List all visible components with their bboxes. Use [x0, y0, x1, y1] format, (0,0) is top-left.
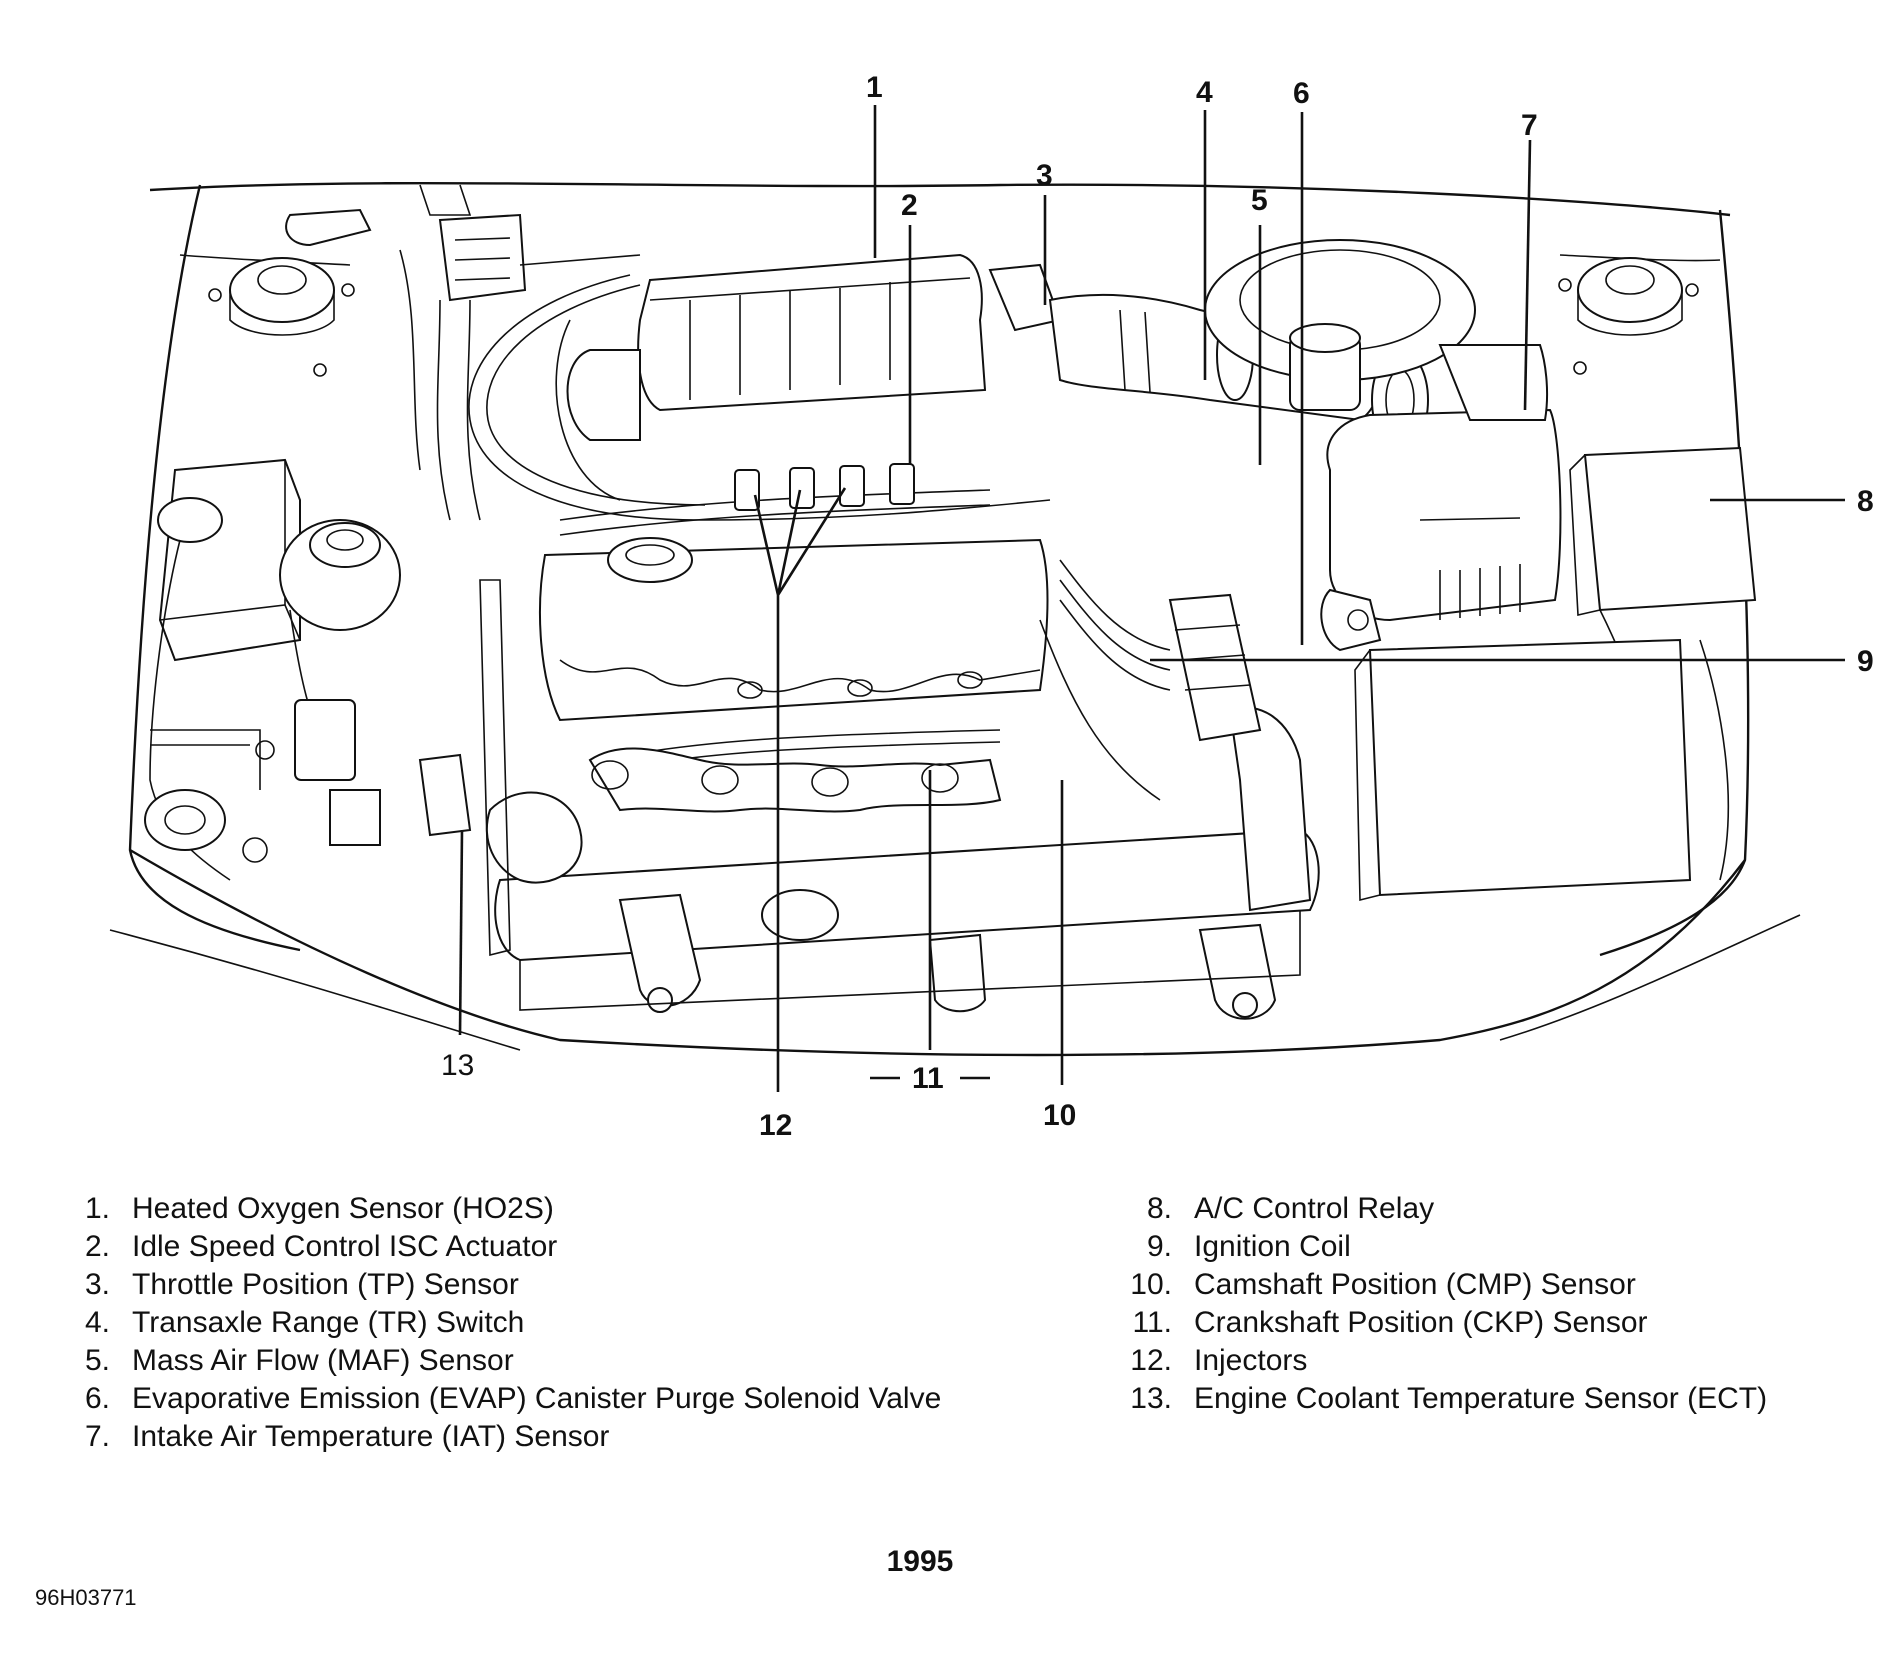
callout-10: 10 [1043, 1099, 1076, 1132]
legend-item: 10. Camshaft Position (CMP) Sensor [1110, 1266, 1890, 1304]
engine-bay-outline [109, 181, 1801, 1057]
lower-right-box [1354, 638, 1730, 902]
callout-4: 4 [1196, 76, 1213, 109]
left-strut-tower [208, 257, 355, 377]
legend-number: 10. [1130, 1268, 1172, 1301]
legend-item: 8. A/C Control Relay [1110, 1190, 1890, 1228]
legend-item: 4. Transaxle Range (TR) Switch [55, 1304, 1055, 1342]
legend-label: Transaxle Range (TR) Switch [132, 1306, 525, 1339]
callout-2: 2 [901, 189, 918, 222]
left-brackets [144, 699, 381, 863]
air-cleaner-housing [1326, 344, 1562, 622]
legend-item: 13. Engine Coolant Temperature Sensor (E… [1110, 1380, 1890, 1418]
legend-number: 8. [1146, 1192, 1172, 1225]
legend-number: 7. [84, 1420, 110, 1453]
leader-12 [753, 487, 847, 1092]
legend-label: Engine Coolant Temperature Sensor (ECT) [1194, 1382, 1768, 1415]
callout-3: 3 [1036, 159, 1053, 192]
intake-plenum [555, 253, 987, 501]
legend-label: Evaporative Emission (EVAP) Canister Pur… [132, 1382, 942, 1415]
legend-label: Camshaft Position (CMP) Sensor [1194, 1268, 1636, 1301]
legend-item: 1. Heated Oxygen Sensor (HO2S) [55, 1190, 1055, 1228]
leader-13 [458, 829, 464, 1036]
legend-item: 2. Idle Speed Control ISC Actuator [55, 1228, 1055, 1266]
figure-id: 96H03771 [35, 1585, 137, 1610]
legend-left-column: 1. Heated Oxygen Sensor (HO2S) 2. Idle S… [55, 1190, 1055, 1456]
wiring-harness [468, 274, 1051, 521]
legend-label: Mass Air Flow (MAF) Sensor [132, 1344, 514, 1377]
legend-number: 3. [84, 1268, 110, 1301]
legend-number: 9. [1146, 1230, 1172, 1263]
legend-label: Crankshaft Position (CKP) Sensor [1194, 1306, 1648, 1339]
valve-cover [539, 537, 1049, 722]
legend-number: 6. [84, 1382, 110, 1415]
callout-8: 8 [1857, 485, 1874, 518]
injector-rail [559, 463, 1001, 773]
legend-item: 5. Mass Air Flow (MAF) Sensor [55, 1342, 1055, 1380]
callout-9: 9 [1857, 645, 1874, 678]
callout-1: 1 [866, 71, 883, 104]
brake-booster [1204, 239, 1476, 411]
legend-number: 2. [84, 1230, 110, 1263]
callout-12: 12 [759, 1109, 792, 1142]
legend-item: 3. Throttle Position (TP) Sensor [55, 1266, 1055, 1304]
model-year: 1995 [886, 1545, 954, 1578]
legend-number: 12. [1130, 1344, 1172, 1377]
callout-7: 7 [1521, 109, 1538, 142]
legend-label: Intake Air Temperature (IAT) Sensor [132, 1420, 610, 1453]
callout-5: 5 [1251, 184, 1268, 217]
legend-label: A/C Control Relay [1194, 1192, 1435, 1225]
legend-item: 7. Intake Air Temperature (IAT) Sensor [55, 1418, 1055, 1456]
leader-11 [870, 770, 990, 1080]
leader-lines [458, 105, 1845, 1092]
legend-number: 1. [84, 1192, 110, 1225]
right-strut-tower [1558, 257, 1699, 375]
legend-label: Injectors [1194, 1344, 1308, 1377]
legend-number: 11. [1132, 1306, 1172, 1339]
legend-right-column: 8. A/C Control Relay 9. Ignition Coil 10… [1110, 1190, 1890, 1418]
legend-item: 12. Injectors [1110, 1342, 1890, 1380]
legend-label: Throttle Position (TP) Sensor [132, 1268, 519, 1301]
callout-numbers: 1 2 3 4 5 6 7 8 9 10 11 12 13 [441, 71, 1874, 1142]
legend-number: 4. [84, 1306, 110, 1339]
radiator-support [494, 706, 1320, 1020]
ac-relay-box [1569, 446, 1757, 761]
legend-item: 6. Evaporative Emission (EVAP) Canister … [55, 1380, 1055, 1418]
exhaust-manifold [588, 747, 1002, 813]
legend-label: Idle Speed Control ISC Actuator [132, 1230, 558, 1263]
legend-item: 9. Ignition Coil [1110, 1228, 1890, 1266]
ignition-area [1039, 559, 1382, 801]
callout-6: 6 [1293, 77, 1310, 110]
legend-number: 5. [84, 1344, 110, 1377]
upper-left-assembly [285, 184, 641, 521]
battery [149, 458, 301, 881]
legend-number: 13. [1130, 1382, 1172, 1415]
legend-label: Ignition Coil [1194, 1230, 1351, 1263]
leader-7 [1523, 139, 1532, 411]
ect-sensor-area [418, 579, 583, 957]
legend-item: 11. Crankshaft Position (CKP) Sensor [1110, 1304, 1890, 1342]
legend-label: Heated Oxygen Sensor (HO2S) [132, 1192, 554, 1225]
power-steering-reservoir [279, 519, 401, 761]
engine-compartment-diagram: 1 2 3 4 5 6 7 8 9 10 11 12 13 [109, 71, 1874, 1142]
callout-11: 11 [912, 1062, 944, 1095]
callout-13: 13 [441, 1049, 474, 1082]
